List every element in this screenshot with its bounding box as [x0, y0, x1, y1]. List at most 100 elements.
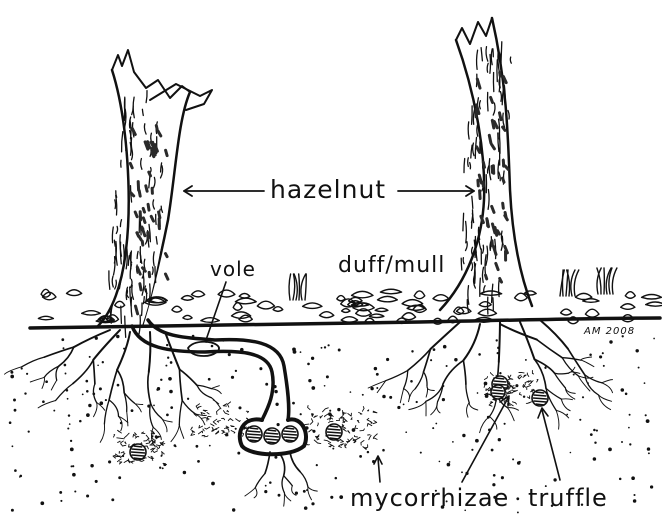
root	[93, 360, 95, 384]
bark-shade	[479, 175, 481, 183]
bark-shade	[136, 306, 138, 314]
hypha	[373, 411, 377, 413]
root	[73, 360, 93, 384]
bark-shade	[146, 186, 147, 191]
root	[211, 398, 221, 409]
bark-stroke	[470, 163, 471, 169]
hypha	[342, 429, 346, 432]
hypha	[119, 462, 121, 464]
bark-stroke	[483, 245, 484, 253]
hypha	[192, 430, 195, 432]
grass-blade	[305, 274, 306, 300]
root	[404, 389, 410, 399]
hypha	[236, 419, 241, 422]
bark-stroke	[493, 103, 495, 115]
root	[537, 340, 562, 358]
grass-blade	[562, 270, 563, 296]
root	[554, 373, 568, 374]
root	[284, 493, 290, 501]
bark-shade	[137, 233, 139, 237]
bark-stroke	[477, 50, 478, 69]
hypha	[512, 402, 516, 404]
bark-stroke	[461, 258, 462, 270]
root	[280, 454, 285, 476]
hypha	[318, 423, 319, 426]
truffle	[264, 428, 280, 444]
leaf-litter	[524, 291, 536, 295]
bark-stroke	[472, 106, 473, 124]
root	[386, 370, 408, 380]
bark-stroke	[508, 111, 509, 120]
leaf-litter	[257, 301, 274, 309]
bark-shade	[166, 274, 168, 279]
bark-shade	[492, 144, 495, 148]
bark-shade	[159, 212, 160, 218]
root	[520, 322, 535, 359]
truffle-group	[130, 376, 548, 460]
hypha	[213, 419, 217, 424]
root-system	[5, 320, 613, 506]
bark-stroke	[498, 160, 499, 178]
root	[499, 322, 500, 362]
hypha	[369, 435, 371, 439]
hypha	[114, 435, 115, 438]
hypha	[117, 459, 121, 462]
hypha	[153, 451, 157, 453]
hypha	[222, 418, 225, 420]
leaf-litter	[414, 291, 425, 299]
bark-stroke	[463, 258, 464, 264]
root	[179, 425, 184, 439]
root	[148, 372, 151, 403]
bark-shade	[477, 79, 480, 88]
hypha	[353, 437, 360, 440]
hypha	[191, 433, 195, 435]
root	[284, 476, 293, 486]
root	[56, 384, 73, 401]
hypha	[198, 431, 202, 434]
root	[74, 330, 110, 347]
bark-stroke	[502, 88, 503, 105]
root	[30, 377, 44, 382]
root	[400, 389, 403, 403]
mycorrhizae-label: mycorrhizae	[350, 484, 509, 512]
bark-shade	[483, 162, 484, 167]
hypha	[351, 418, 352, 420]
hypha	[231, 426, 235, 427]
hypha	[367, 423, 372, 426]
hypha	[362, 407, 364, 412]
bark-shade	[151, 216, 153, 221]
grass-blade	[612, 268, 617, 294]
bark-stroke	[155, 267, 156, 283]
bark-stroke	[122, 132, 123, 152]
root	[554, 373, 565, 388]
hypha	[368, 410, 369, 411]
hypha	[373, 434, 377, 438]
truffle	[491, 385, 505, 399]
hypha	[196, 404, 200, 409]
root	[431, 402, 438, 415]
hypha	[525, 381, 529, 385]
hypha	[114, 456, 120, 457]
hypha	[367, 418, 371, 422]
truffle	[282, 426, 298, 442]
root	[599, 395, 611, 410]
hypha	[228, 419, 233, 421]
bark-shade	[486, 275, 487, 279]
hypha	[527, 373, 529, 377]
leaf-litter	[646, 302, 662, 306]
hypha	[532, 371, 533, 374]
root	[602, 383, 613, 393]
hypha	[314, 416, 318, 418]
grass-blade	[293, 274, 295, 300]
leaf-litter	[625, 292, 635, 299]
bark-stroke	[463, 213, 464, 231]
bark-shade	[149, 172, 151, 176]
bark-stroke	[490, 55, 491, 74]
root	[94, 402, 98, 416]
mycorrhizae-pointer-2	[462, 396, 509, 482]
root	[404, 370, 408, 388]
hypha	[222, 432, 224, 433]
hypha	[228, 402, 231, 407]
bark-shade	[489, 135, 491, 143]
hypha	[320, 415, 322, 418]
